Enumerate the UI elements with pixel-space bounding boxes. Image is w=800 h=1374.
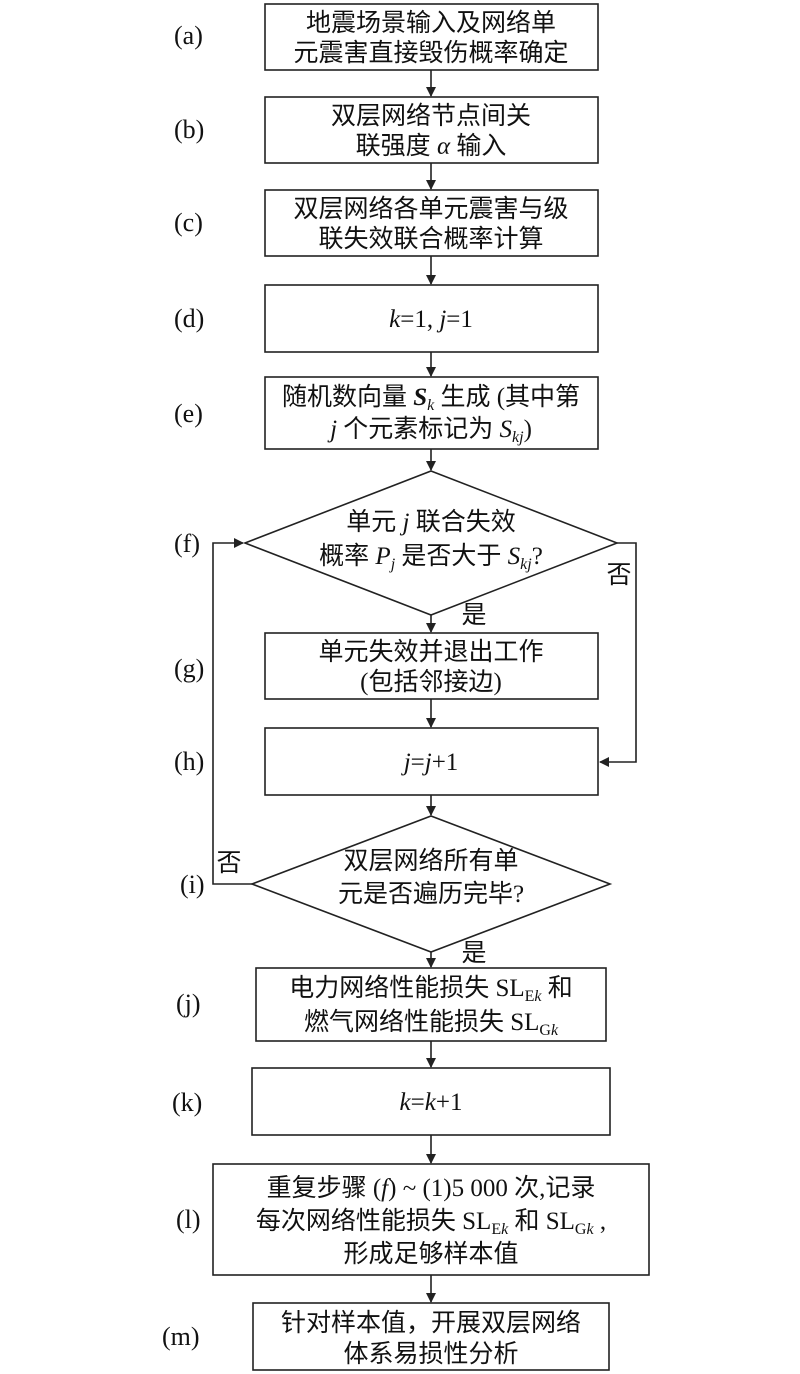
box-a [264, 3, 599, 71]
box-m-line1: 针对样本值，开展双层网络 [281, 1309, 581, 1337]
step-label-k: (k) [172, 1088, 202, 1117]
diamond-f-line1: 单元 j 联合失效 [346, 508, 515, 536]
step-label-e: (e) [174, 399, 203, 428]
box-g-line2: (包括邻接边) [360, 668, 502, 696]
label-f-no: 否 [606, 562, 631, 589]
box-b [264, 96, 599, 164]
arrow-f-no [599, 542, 637, 767]
box-j [255, 967, 607, 1042]
step-label-d: (d) [174, 304, 204, 333]
box-e [264, 376, 599, 450]
step-label-a: (a) [174, 21, 203, 50]
box-b-line2: 联强度 α 输入 [356, 132, 507, 160]
box-b-line1: 双层网络节点间关 [331, 102, 531, 130]
diamond-f-line2: 概率 Pj 是否大于 Skj? [319, 542, 543, 573]
step-label-c: (c) [174, 208, 203, 237]
box-a-line2: 元震害直接毁伤概率确定 [293, 39, 568, 67]
box-l-line3: 形成足够样本值 [343, 1240, 518, 1268]
step-label-b: (b) [174, 115, 204, 144]
box-l-line1: 重复步骤 (f) ~ (1)5 000 次,记录 [267, 1174, 596, 1202]
box-h-text: j=j+1 [401, 749, 459, 776]
box-e-line1: 随机数向量 Sk 生成 (其中第 [282, 383, 580, 414]
box-c-line2: 联失效联合概率计算 [318, 225, 543, 253]
label-i-yes: 是 [461, 940, 486, 967]
box-l [212, 1163, 650, 1276]
step-label-i: (i) [180, 870, 205, 899]
box-k [251, 1067, 611, 1136]
box-a-line1: 地震场景输入及网络单 [306, 9, 556, 37]
step-label-j: (j) [176, 989, 201, 1018]
box-d-text: k=1, j=1 [389, 306, 473, 333]
box-g [264, 632, 599, 700]
box-c-line1: 双层网络各单元震害与级 [293, 195, 568, 223]
box-c [264, 189, 599, 257]
box-m-line2: 体系易损性分析 [343, 1340, 518, 1368]
box-m [252, 1302, 610, 1371]
step-label-l: (l) [176, 1205, 201, 1234]
label-f-yes: 是 [461, 602, 486, 629]
step-label-f: (f) [174, 529, 200, 558]
arrow-i-no [212, 538, 252, 885]
step-label-g: (g) [174, 654, 204, 683]
box-j-line1: 电力网络性能损失 SLEk 和 [289, 974, 573, 1005]
box-j-line2: 燃气网络性能损失 SLGk [304, 1008, 559, 1039]
box-e-line2: j 个元素标记为 Skj) [327, 415, 532, 446]
diamond-i-line2: 元是否遍历完毕? [338, 880, 524, 908]
label-i-no: 否 [216, 850, 241, 877]
box-k-text: k=k+1 [400, 1089, 463, 1116]
box-g-line1: 单元失效并退出工作 [318, 638, 543, 666]
step-label-m: (m) [162, 1322, 200, 1351]
box-l-line2: 每次网络性能损失 SLEk 和 SLGk , [256, 1207, 606, 1238]
box-h [264, 727, 599, 796]
diamond-i-line1: 双层网络所有单 [343, 847, 518, 875]
step-label-h: (h) [174, 747, 204, 776]
